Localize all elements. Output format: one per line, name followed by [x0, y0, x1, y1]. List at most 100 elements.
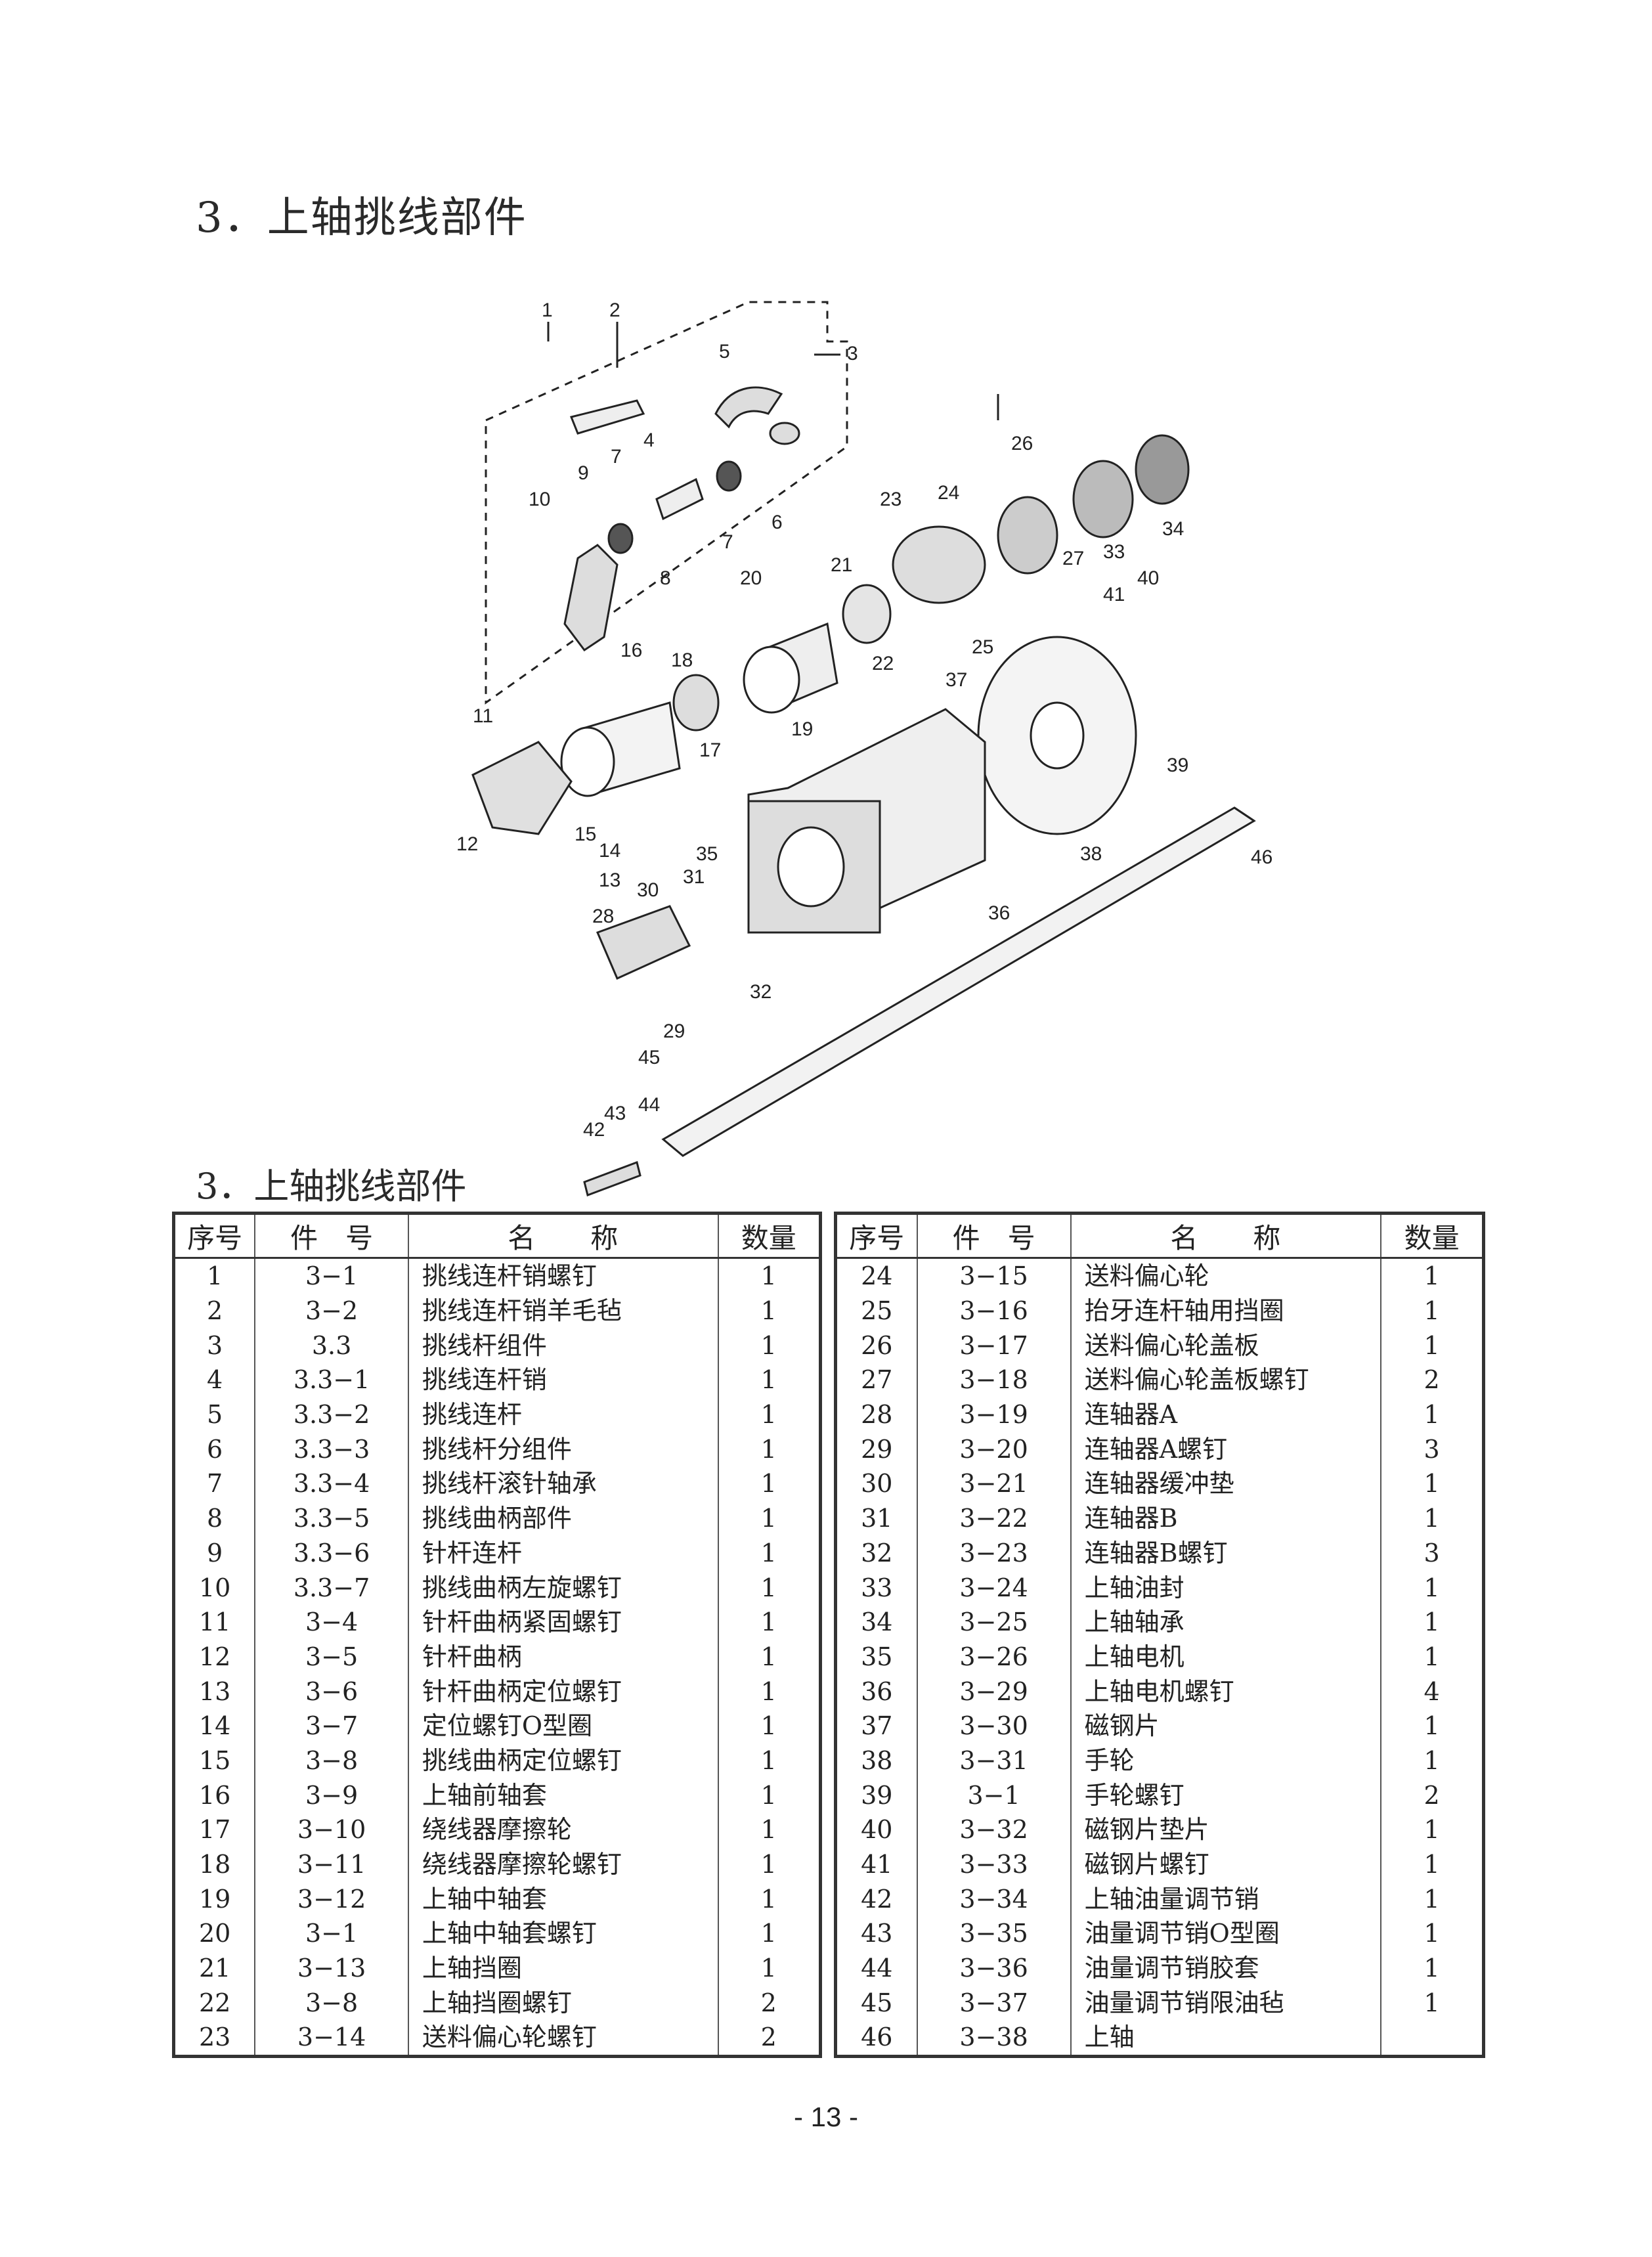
cell-part-code: 3.3−2 — [255, 1397, 409, 1432]
cell-no: 45 — [835, 1985, 918, 2021]
cell-quantity: 1 — [1424, 1815, 1440, 1845]
cell-part-code: 3.3−4 — [255, 1466, 409, 1501]
cell-part-code: 3−38 — [917, 2020, 1072, 2057]
header-part-code: 件 号 — [917, 1213, 1072, 1259]
callout-30: 30 — [637, 879, 659, 901]
cell-part-code: 3−32 — [917, 1812, 1072, 1847]
callout-38: 38 — [1080, 843, 1102, 865]
cell-quantity: 2 — [760, 2023, 777, 2052]
callout-34: 34 — [1162, 518, 1184, 540]
cell-quantity: 1 — [760, 1261, 777, 1291]
cell-quantity: 1 — [1424, 1504, 1440, 1533]
cell-no: 16 — [173, 1778, 256, 1812]
cell-quantity: 1 — [1424, 1608, 1440, 1637]
callout-32: 32 — [750, 981, 772, 1003]
cell-part-name: 连轴器B螺钉 — [1070, 1535, 1382, 1571]
cell-no: 1 — [173, 1258, 256, 1294]
cell-quantity: 1 — [1424, 1642, 1440, 1671]
callout-24: 24 — [938, 482, 959, 504]
cell-quantity: 1 — [760, 1504, 777, 1533]
cell-no: 26 — [835, 1328, 918, 1363]
cell-no: 39 — [835, 1778, 918, 1812]
cell-part-name: 送料偏心轮盖板 — [1070, 1328, 1382, 1363]
cell-part-name: 连轴器缓冲垫 — [1070, 1466, 1382, 1501]
cell-part-code: 3−29 — [917, 1674, 1072, 1709]
callout-5: 5 — [719, 341, 730, 362]
cell-quantity: 1 — [760, 1919, 777, 1948]
cell-part-name: 磁钢片 — [1070, 1708, 1382, 1743]
cell-no: 15 — [173, 1743, 256, 1778]
cell-part-code: 3−16 — [917, 1293, 1072, 1328]
cell-quantity: 3 — [1424, 1434, 1440, 1464]
cell-part-code: 3−1 — [255, 1258, 409, 1294]
cell-quantity: 1 — [760, 1676, 777, 1706]
cell-no: 23 — [173, 2020, 256, 2057]
header-no: 序号 — [173, 1213, 256, 1259]
cell-quantity: 2 — [1424, 1780, 1440, 1810]
cell-quantity: 1 — [760, 1815, 777, 1845]
cell-part-name: 连轴器B — [1070, 1501, 1382, 1536]
cell-no: 38 — [835, 1743, 918, 1778]
callout-14: 14 — [599, 840, 620, 862]
callout-33: 33 — [1103, 541, 1125, 563]
exploded-parts-diagram: 1 2 3 4 5 6 7 7 8 9 10 11 12 13 14 15 16… — [456, 299, 1272, 1196]
cell-part-code: 3−9 — [255, 1778, 409, 1812]
cell-part-code: 3−4 — [255, 1604, 409, 1640]
cell-part-name: 手轮 — [1070, 1743, 1382, 1778]
cell-part-code: 3−12 — [255, 1881, 409, 1917]
cell-part-name: 挑线杆分组件 — [408, 1432, 719, 1467]
cell-no: 22 — [173, 1985, 256, 2021]
cell-part-code: 3−26 — [917, 1639, 1072, 1675]
cell-part-code: 3−30 — [917, 1708, 1072, 1743]
cell-no: 44 — [835, 1950, 918, 1986]
callout-42: 42 — [583, 1119, 605, 1141]
cell-part-name: 抬牙连杆轴用挡圈 — [1070, 1293, 1382, 1328]
callout-9: 9 — [578, 462, 589, 484]
cell-no: 19 — [173, 1881, 256, 1917]
cell-part-code: 3−31 — [917, 1743, 1072, 1778]
cell-quantity: 1 — [760, 1573, 777, 1602]
callout-2: 2 — [609, 299, 620, 321]
header-quantity: 数量 — [718, 1213, 821, 1259]
cell-quantity: 1 — [1424, 1330, 1440, 1360]
cell-quantity: 1 — [1424, 1573, 1440, 1602]
cell-no: 6 — [173, 1432, 256, 1467]
header-quantity: 数量 — [1381, 1213, 1484, 1259]
cell-quantity: 4 — [1424, 1676, 1440, 1706]
cell-quantity: 1 — [1424, 1711, 1440, 1741]
cell-no: 2 — [173, 1293, 256, 1328]
cell-part-code: 3−7 — [255, 1708, 409, 1743]
cell-no: 5 — [173, 1397, 256, 1432]
cell-no: 34 — [835, 1604, 918, 1640]
callout-46: 46 — [1251, 846, 1272, 868]
cell-no: 42 — [835, 1881, 918, 1917]
callout-15: 15 — [575, 823, 596, 845]
cell-no: 30 — [835, 1466, 918, 1501]
callout-22: 22 — [872, 653, 894, 674]
cell-part-name: 送料偏心轮螺钉 — [408, 2020, 719, 2057]
cell-no: 32 — [835, 1535, 918, 1571]
cell-part-name: 上轴电机螺钉 — [1070, 1674, 1382, 1709]
cell-part-code: 3.3−3 — [255, 1432, 409, 1467]
cell-part-code: 3−33 — [917, 1847, 1072, 1882]
